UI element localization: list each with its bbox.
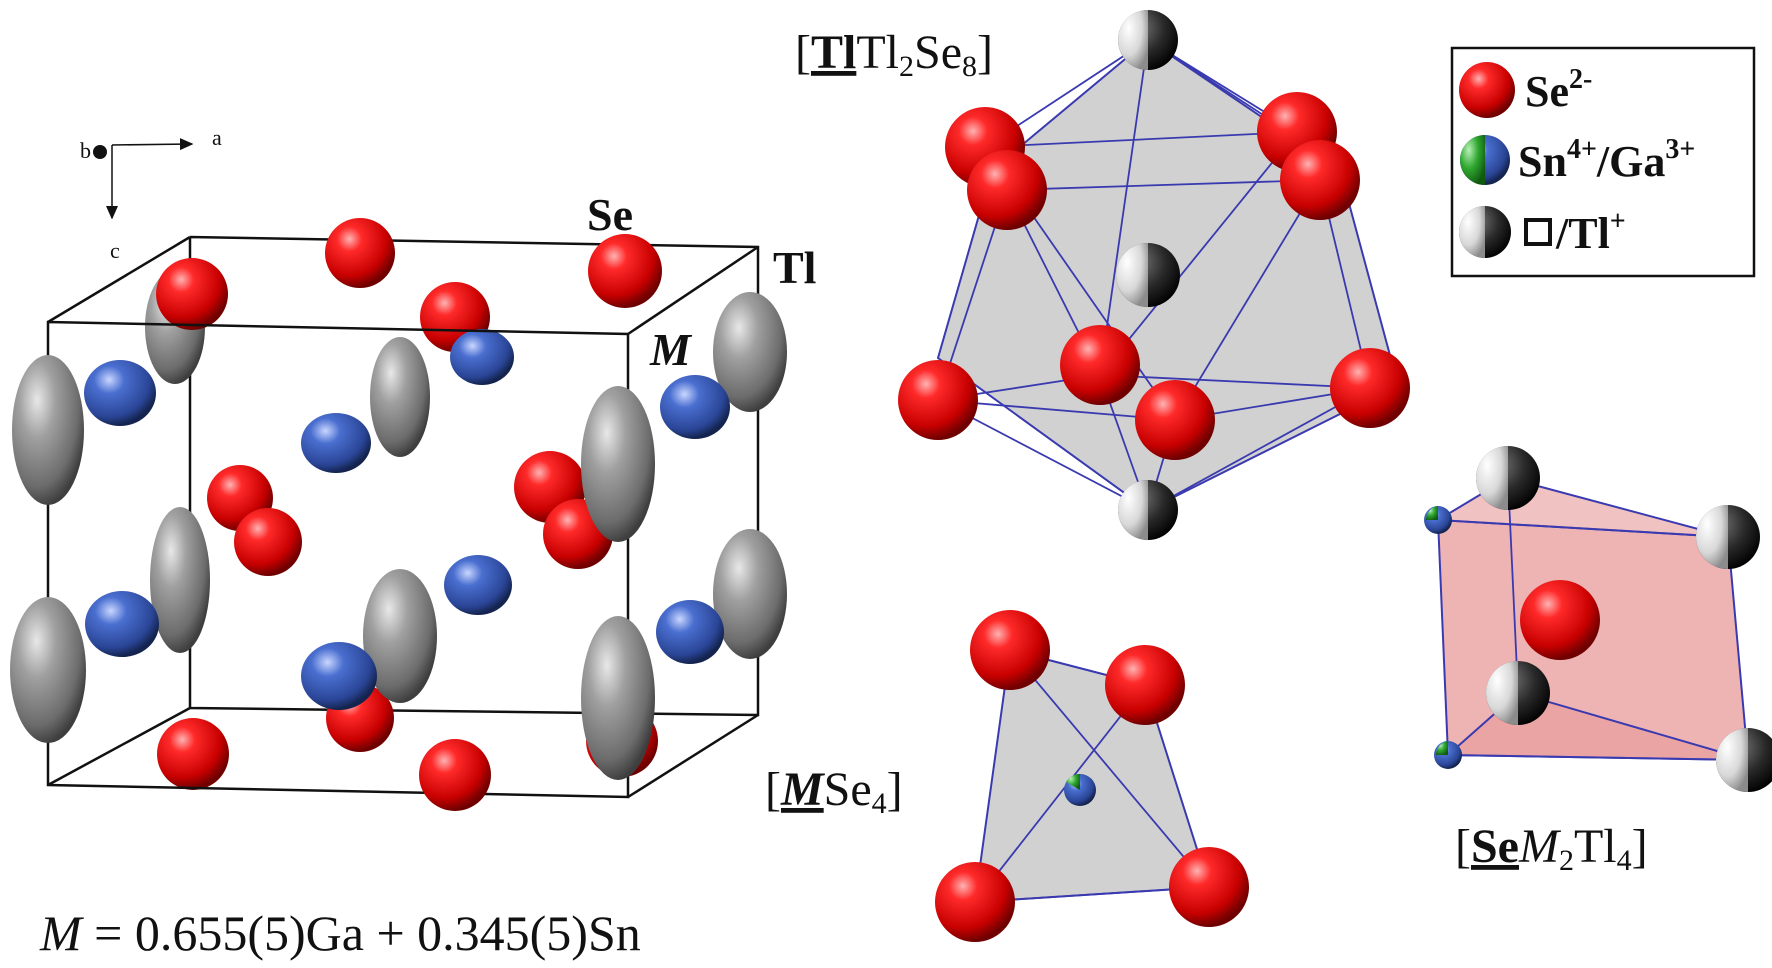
tl-atom bbox=[581, 386, 655, 542]
legend-se-swatch bbox=[1459, 62, 1515, 118]
m-atom bbox=[660, 375, 730, 439]
se-atom bbox=[935, 862, 1015, 942]
tl-label: Tl bbox=[773, 242, 816, 293]
se-atom bbox=[1280, 140, 1360, 220]
legend-tl-label: /Tl+ bbox=[1555, 206, 1626, 258]
m-formula: M = 0.655(5)Ga + 0.345(5)Sn bbox=[39, 905, 641, 961]
tl-mixed-atom bbox=[1118, 10, 1178, 70]
tl-atom bbox=[713, 292, 787, 412]
se-atom bbox=[1060, 325, 1140, 405]
legend: Se2- Sn4+/Ga3+ /Tl+ bbox=[1450, 46, 1756, 278]
se-atom bbox=[234, 508, 302, 576]
m-atom bbox=[84, 360, 156, 426]
se-atom bbox=[898, 360, 978, 440]
legend-se-label: Se2- bbox=[1525, 64, 1592, 116]
tl-coordination-polyhedron: [TlTl2Se8] bbox=[795, 10, 1410, 540]
se-atom bbox=[588, 234, 662, 308]
axis-b-label: b bbox=[80, 138, 91, 163]
tl-mixed-atom bbox=[1118, 480, 1178, 540]
se-center-atom bbox=[1520, 580, 1600, 660]
m-atom bbox=[444, 555, 512, 615]
tl-atom bbox=[12, 355, 84, 505]
tl-mixed-atom bbox=[1716, 728, 1772, 792]
axis-c-label: c bbox=[110, 238, 120, 263]
axis-indicator: a b c bbox=[80, 125, 222, 263]
tl-mixed-atom bbox=[1486, 661, 1550, 725]
tl-center-atom bbox=[1116, 243, 1180, 307]
se-atom bbox=[157, 718, 229, 790]
m-polyhedron-title: [MSe4] bbox=[765, 763, 903, 820]
m-atom bbox=[1434, 741, 1462, 769]
tl-atom bbox=[150, 507, 210, 653]
m-tetrahedron: [MSe4] bbox=[765, 610, 1249, 942]
tl-mixed-atom bbox=[1476, 446, 1540, 510]
se-prism: [SeM2Tl4] bbox=[1424, 446, 1772, 877]
se-atom bbox=[1135, 380, 1215, 460]
legend-m-swatch bbox=[1460, 135, 1510, 185]
tl-mixed-atom bbox=[1696, 505, 1760, 569]
tl-atom bbox=[363, 569, 437, 703]
m-center-atom bbox=[1064, 773, 1096, 806]
m-atom bbox=[656, 600, 724, 664]
se-atom bbox=[1330, 348, 1410, 428]
tl-atom bbox=[713, 529, 787, 659]
se-atom bbox=[419, 739, 491, 811]
tl-polyhedron-title: [TlTl2Se8] bbox=[795, 26, 993, 83]
legend-m-label: Sn4+/Ga3+ bbox=[1518, 134, 1695, 186]
se-label: Se bbox=[587, 189, 633, 240]
se-atom bbox=[970, 610, 1050, 690]
se-polyhedron-title: [SeM2Tl4] bbox=[1455, 820, 1648, 877]
unit-cell: a b c Se Tl M M = 0.655(5)Ga + 0.345(5)S… bbox=[10, 125, 816, 961]
m-atom bbox=[301, 413, 371, 473]
tl-atom bbox=[370, 337, 430, 457]
tl-atom bbox=[10, 597, 86, 743]
m-atom bbox=[301, 642, 377, 710]
m-atom bbox=[1424, 506, 1452, 534]
m-label: M bbox=[649, 324, 693, 375]
m-atom bbox=[450, 329, 514, 385]
m-atom bbox=[85, 591, 159, 657]
vacancy-square-icon bbox=[1524, 218, 1552, 246]
tl-atom bbox=[581, 616, 655, 780]
se-atom bbox=[1105, 645, 1185, 725]
legend-tl-swatch bbox=[1459, 206, 1511, 258]
se-atom bbox=[967, 150, 1047, 230]
se-atom bbox=[1169, 847, 1249, 927]
se-atom bbox=[156, 258, 228, 330]
se-atom bbox=[325, 218, 395, 288]
axis-a-label: a bbox=[212, 125, 222, 150]
